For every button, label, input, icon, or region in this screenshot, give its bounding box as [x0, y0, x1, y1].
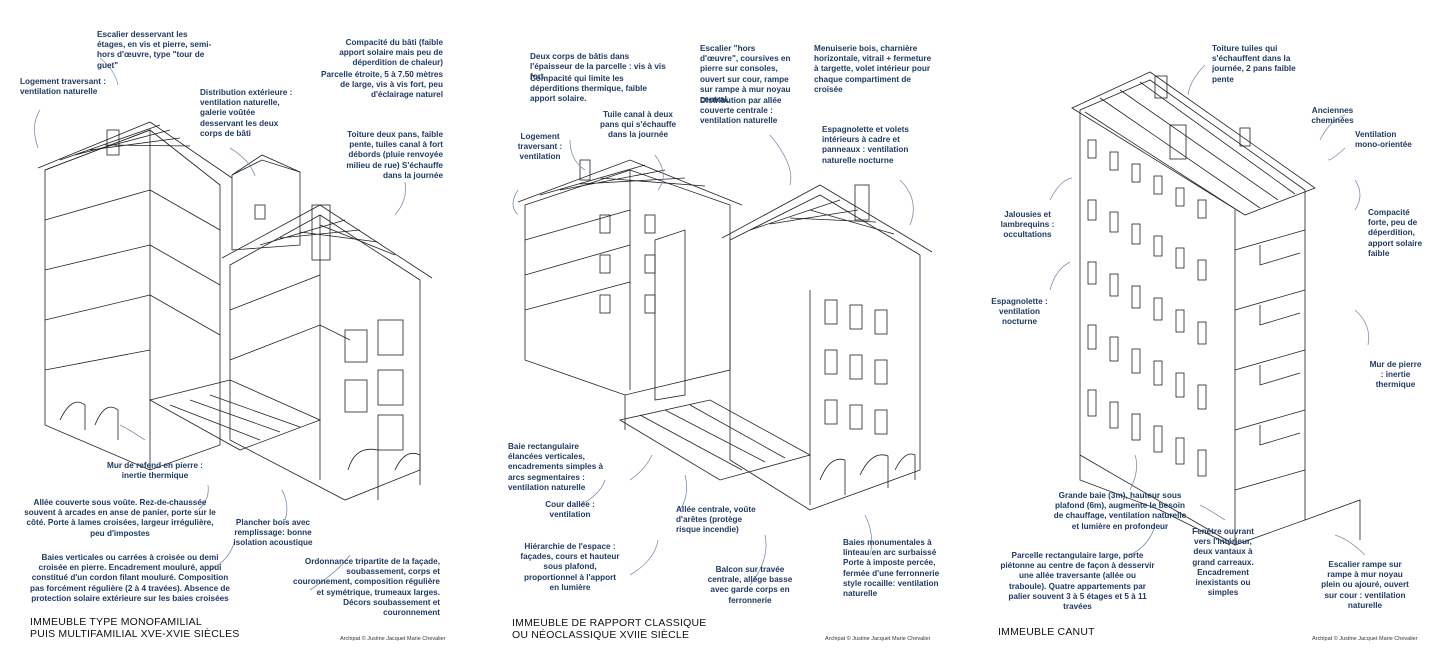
- annotation-allee: Allée centrale, voûte d'arêtes (protège …: [676, 505, 756, 535]
- panel-title-line1: IMMEUBLE CANUT: [998, 626, 1095, 638]
- panel-canut: Toiture tuiles qui s'échauffent dans la …: [960, 0, 1440, 665]
- annotation-balcon: Balcon sur travée centrale, allège basse…: [707, 565, 793, 605]
- canut-windows: [1087, 139, 1207, 477]
- credit: Archipat © Justine Jacquet Marie Chevali…: [1312, 636, 1418, 642]
- annotation-jalousies: Jalousies et lambrequins : occultations: [1000, 210, 1055, 240]
- annotation-cour: Cour dallée : ventilation: [545, 500, 595, 520]
- annotation-escalier: Escalier rampe sur rampe à mur noyau ple…: [1321, 560, 1409, 610]
- annotation-baies-monumentales: Baies monumentales à linteau en arc surb…: [843, 538, 940, 599]
- annotation-logement: Logement traversant : ventilation nature…: [20, 77, 106, 97]
- building-illustration-monofamilial: [34, 57, 433, 591]
- annotation-grande-baie: Grande baie (3m), hauteur sous plafond (…: [1053, 491, 1187, 531]
- building-illustration-canut: [1049, 64, 1370, 556]
- annotation-plancher: Plancher bois avec remplissage: bonne is…: [233, 518, 313, 548]
- annotation-distribution: Distribution extérieure : ventilation na…: [200, 88, 293, 138]
- credit: Archipat © Justine Jacquet Marie Chevali…: [825, 636, 931, 642]
- panel-monofamilial: Escalier desservant les étages, en vis e…: [0, 0, 480, 665]
- annotation-baies: Baies verticales ou carrées à croisée ou…: [30, 553, 230, 603]
- annotation-mur-refend: Mur de refend en pierre : inertie thermi…: [107, 461, 203, 481]
- annotation-escalier: Escalier desservant les étages, en vis e…: [97, 30, 212, 70]
- annotation-ventilation: Ventilation mono-orientée: [1355, 130, 1412, 150]
- annotation-ordonnance: Ordonnance tripartite de la façade, soub…: [293, 557, 440, 618]
- panel-title-line2: OU NÉOCLASSIQUE XVIIE SIÈCLE: [512, 629, 690, 641]
- annotation-espagnolette: Espagnolette et volets intérieurs à cadr…: [822, 125, 909, 165]
- annotation-cheminees: Anciennes cheminées: [1311, 106, 1354, 126]
- annotation-compacite: Compacité forte, peu de déperdition, app…: [1368, 208, 1423, 258]
- credit: Archipat © Justine Jacquet Marie Chevali…: [340, 636, 446, 642]
- annotation-logement: Logement traversant : ventilation: [517, 132, 563, 162]
- annotation-tuile: Tuile canal à deux pans qui s'échauffe d…: [599, 110, 677, 140]
- annotation-fenetre: Fenêtre ouvrant vers l'intérieur, deux v…: [1192, 527, 1254, 598]
- annotation-parcelle: Parcelle étroite, 5 à 7.50 mètres de lar…: [321, 70, 443, 100]
- annotation-mur: Mur de pierre : inertie thermique: [1369, 360, 1422, 390]
- annotation-menuiserie: Menuiserie bois, charnière horizontale, …: [814, 44, 932, 94]
- panel-rapport-classique: Deux corps de bâtis dans l'épaisseur de …: [480, 0, 960, 665]
- annotation-hierarchie: Hiérarchie de l'espace : façades, cours …: [520, 542, 620, 592]
- annotation-parcelle: Parcelle rectangulaire large, porte piét…: [1000, 551, 1155, 612]
- building-illustration-rapport: [512, 134, 933, 586]
- annotation-escalier: Escalier "hors d'œuvre", coursives en pi…: [700, 44, 791, 105]
- panel-title-line1: IMMEUBLE TYPE MONOFAMILIAL: [30, 616, 202, 628]
- annotation-compacite: Compacité qui limite les déperditions th…: [530, 74, 647, 104]
- annotation-toiture: Toiture deux pans, faible pente, tuiles …: [346, 130, 443, 180]
- annotation-allee: Allée couverte sous voûte. Rez-de-chauss…: [24, 498, 216, 538]
- annotation-deux-corps: Deux corps de bâtis dans l'épaisseur de …: [530, 52, 666, 82]
- annotation-baie-rect: Baie rectangulaire élancées verticales, …: [508, 442, 604, 492]
- panel-title-line1: IMMEUBLE DE RAPPORT CLASSIQUE: [512, 617, 707, 629]
- annotation-espagnolette: Espagnolette : ventilation nocturne: [991, 297, 1048, 327]
- panel-title-line2: PUIS MULTIFAMILIAL XVE-XVIE SIÈCLES: [30, 628, 240, 640]
- annotation-toiture: Toiture tuiles qui s'échauffent dans la …: [1212, 44, 1296, 84]
- annotation-distribution: Distribution par allée couverte centrale…: [700, 96, 782, 126]
- annotation-compacite: Compacité du bâti (faible apport solaire…: [339, 38, 443, 68]
